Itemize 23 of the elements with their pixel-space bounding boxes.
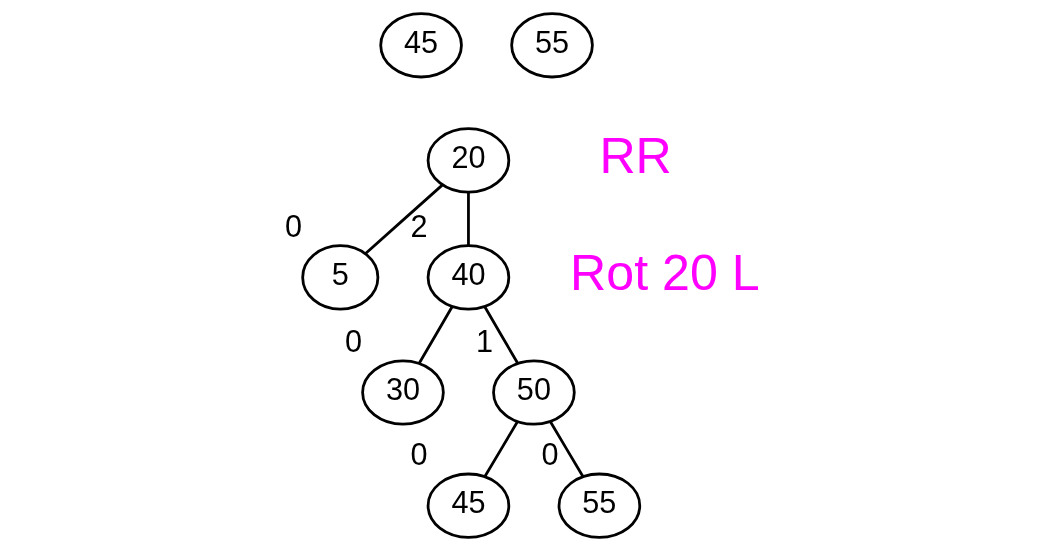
node-label: 0 bbox=[344, 324, 362, 359]
label: Rot 20 L bbox=[569, 244, 760, 301]
node-label: 0 bbox=[284, 208, 302, 243]
connector bbox=[363, 183, 443, 255]
node-ellipse: 50 bbox=[491, 359, 576, 426]
node-ellipse: 30 bbox=[360, 359, 445, 426]
connector bbox=[417, 305, 453, 364]
node-ellipse: 45 bbox=[426, 472, 510, 539]
node-label: 2 bbox=[409, 208, 428, 243]
node-ellipse: 55 bbox=[509, 12, 594, 79]
node-label: 0 bbox=[409, 437, 428, 472]
node-ellipse: 40 bbox=[426, 244, 510, 311]
node-ellipse: 55 bbox=[557, 472, 641, 539]
node-ellipse: 20 bbox=[426, 127, 510, 194]
node-ellipse: 5 bbox=[300, 244, 379, 311]
connector bbox=[483, 421, 519, 478]
node-label: 1 bbox=[475, 324, 493, 359]
connector bbox=[482, 305, 519, 364]
node-ellipse: 45 bbox=[378, 12, 463, 79]
node-label: 0 bbox=[540, 437, 558, 472]
label: RR bbox=[598, 127, 672, 184]
connector bbox=[548, 421, 584, 478]
connector bbox=[466, 192, 470, 246]
